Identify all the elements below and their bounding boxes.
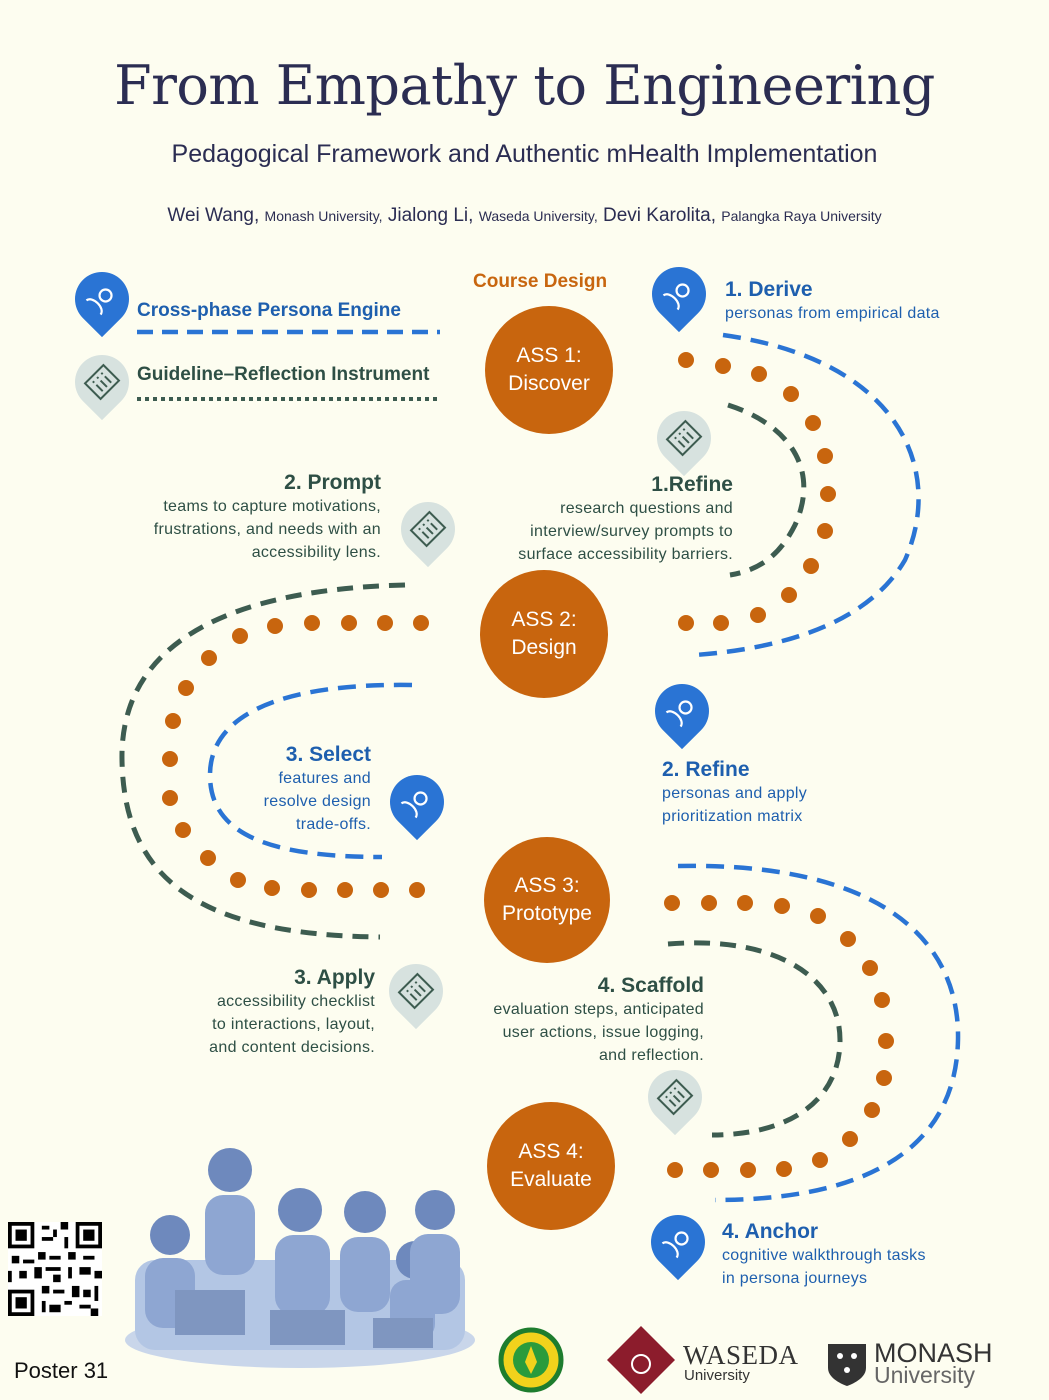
dot-trails	[162, 352, 894, 1178]
step-derive: 1. Derive personas from empirical data	[725, 278, 940, 322]
palangka-raya-logo-icon	[498, 1327, 564, 1393]
qr-code-icon	[8, 1222, 102, 1316]
prompt-pin	[389, 490, 467, 568]
poster-title: From Empathy to Engineering	[114, 54, 935, 117]
monash-name: MONASH	[874, 1338, 993, 1368]
author-affiliation: Monash University,	[264, 208, 383, 224]
waseda-crest-icon	[607, 1326, 675, 1394]
author-affiliation: Palangka Raya University	[721, 208, 882, 224]
author-affiliation: Waseda University,	[478, 208, 598, 224]
legend-persona: Cross-phase Persona Engine	[137, 300, 401, 321]
author-name: Jialong Li,	[387, 205, 474, 226]
ass-2-circle: ASS 2:Design	[480, 570, 608, 698]
checklist-icon	[637, 1059, 713, 1135]
author-name: Devi Karolita,	[603, 205, 717, 226]
guideline-pin	[63, 343, 141, 421]
scaffold-pin	[636, 1058, 714, 1136]
step-scaffold: 4. Scaffold evaluation steps, anticipate…	[493, 974, 704, 1064]
author-name: Wei Wang,	[167, 205, 260, 226]
step-prompt: 2. Prompt teams to capture motivations, …	[153, 471, 381, 561]
monash-sub: University	[874, 1362, 975, 1388]
checklist-icon	[378, 953, 454, 1029]
checklist-icon	[646, 400, 722, 476]
legend-guideline: Guideline–Reflection Instrument	[137, 364, 430, 385]
person-icon	[641, 256, 717, 332]
checklist-icon	[390, 491, 466, 567]
refine1-pin	[645, 399, 723, 477]
waseda-logo	[607, 1326, 675, 1399]
derive-pin	[640, 255, 718, 333]
select-pin	[378, 763, 456, 841]
person-icon	[379, 764, 455, 840]
persona-pin	[63, 260, 141, 338]
course-design-label: Course Design	[473, 271, 608, 292]
step-refine-1: 1.Refine research questions and intervie…	[518, 473, 733, 563]
students-illustration	[125, 1148, 475, 1368]
waseda-name: WASEDA	[683, 1340, 799, 1370]
step-anchor: 4. Anchor cognitive walkthrough tasks in…	[722, 1220, 926, 1287]
checklist-icon	[64, 344, 140, 420]
poster-number: Poster 31	[14, 1358, 109, 1383]
waseda-sub: University	[684, 1367, 750, 1384]
ass-4-circle: ASS 4:Evaluate	[487, 1102, 615, 1230]
step-apply: 3. Apply accessibility checklist to inte…	[209, 966, 375, 1056]
author-list: Wei Wang, Monash University, Jialong Li,…	[0, 205, 1049, 227]
ass-1-circle: ASS 1:Discover	[485, 306, 613, 434]
person-icon	[644, 673, 720, 749]
apply-pin	[377, 952, 455, 1030]
anchor-pin	[639, 1203, 717, 1281]
person-icon	[640, 1204, 716, 1280]
ass-3-circle: ASS 3:Prototype	[484, 837, 610, 963]
poster-subtitle: Pedagogical Framework and Authentic mHea…	[171, 140, 878, 168]
step-refine-2: 2. Refine personas and apply prioritizat…	[662, 758, 808, 825]
person-icon	[64, 261, 140, 337]
monash-crest-icon	[828, 1344, 866, 1386]
refine2-pin	[643, 672, 721, 750]
step-select: 3. Select features and resolve design tr…	[263, 743, 371, 833]
